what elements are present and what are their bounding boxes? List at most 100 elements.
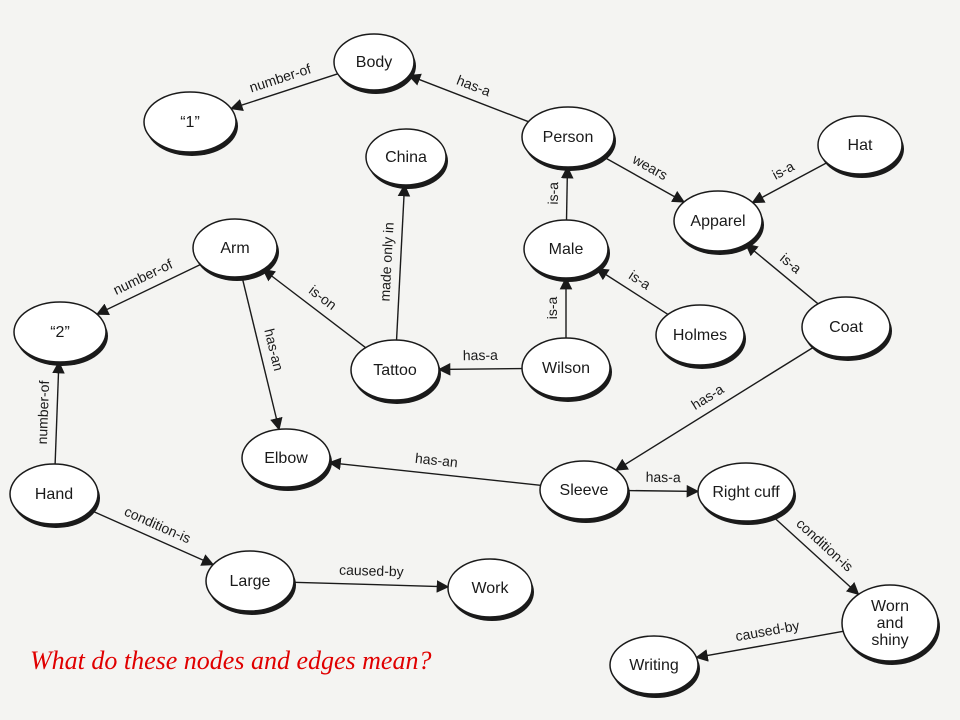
node-ellipse <box>655 304 745 366</box>
edge-worn-writing <box>695 630 844 662</box>
node-ellipse <box>817 115 903 175</box>
node-sleeve: Sleeve <box>539 460 630 523</box>
edges-layer <box>52 73 860 662</box>
edge-label-is-a: is-a <box>626 267 654 293</box>
node-label: Sleeve <box>560 482 609 499</box>
node-label: Holmes <box>673 327 727 344</box>
node-ellipse <box>521 106 615 168</box>
node-china: China <box>365 128 448 189</box>
node-label: Elbow <box>264 450 308 467</box>
slide-caption: What do these nodes and edges mean? <box>30 646 432 675</box>
edge-holmes-male <box>595 268 669 316</box>
node-label: Large <box>230 573 271 590</box>
edge-label-is-a: is-a <box>769 158 797 183</box>
edge-coat-sleeve <box>614 346 814 471</box>
edge-arm-two <box>95 263 201 315</box>
node-ellipse <box>205 550 295 612</box>
node-label: Work <box>471 580 509 597</box>
node-ellipse <box>350 339 440 401</box>
edge-sleeve-rightcuff <box>627 484 700 498</box>
node-ellipse <box>673 190 763 252</box>
node-large: Large <box>205 550 296 615</box>
node-wilson: Wilson <box>521 337 612 402</box>
edge-tattoo-china <box>395 183 411 341</box>
edge-label-is-on: is-on <box>306 282 340 313</box>
edge-label-is-a: is-a <box>545 182 561 205</box>
node-label: Hat <box>848 137 873 154</box>
edge-label-has-an: has-an <box>414 450 458 470</box>
node-work: Work <box>447 558 534 621</box>
edge-label-number-of: number-of <box>247 60 313 95</box>
edge-label-wears: wears <box>629 150 670 183</box>
node-ellipse <box>13 301 107 363</box>
node-label: Body <box>356 54 392 71</box>
edge-label-number-of: number-of <box>110 256 175 298</box>
edge-label-has-a: has-a <box>688 381 726 413</box>
edge-coat-apparel <box>744 243 819 305</box>
edge-hat-apparel <box>751 162 828 204</box>
node-two: “2” <box>13 301 108 366</box>
node-coat: Coat <box>801 296 892 361</box>
node-ellipse <box>697 462 795 522</box>
edge-wilson-tattoo <box>437 363 523 376</box>
node-ellipse <box>447 558 533 618</box>
node-ellipse <box>539 460 629 520</box>
node-label: Arm <box>220 240 249 257</box>
edge-large-work <box>293 580 450 593</box>
node-label: shiny <box>871 632 908 649</box>
node-label: Wilson <box>542 360 590 377</box>
node-body: Body <box>333 33 416 94</box>
node-one: “1” <box>143 91 238 156</box>
node-label: Male <box>549 241 584 258</box>
edge-label-condition-is: condition-is <box>793 515 856 574</box>
edge-person-apparel <box>602 155 686 203</box>
node-ellipse <box>609 635 699 695</box>
edge-label-number-of: number-of <box>34 380 52 444</box>
edge-label-has-an: has-an <box>261 327 287 372</box>
edge-male-person <box>560 165 574 221</box>
node-label: Hand <box>35 486 73 503</box>
edge-label-made-only-in: made only in <box>377 222 397 302</box>
edge-label-has-a: has-a <box>463 347 498 363</box>
edge-hand-large <box>90 509 215 566</box>
node-label: “1” <box>180 114 200 131</box>
node-label: China <box>385 149 427 166</box>
node-male: Male <box>523 219 610 282</box>
node-apparel: Apparel <box>673 190 764 255</box>
node-rightcuff: Right cuff <box>697 462 796 525</box>
node-hand: Hand <box>9 463 100 528</box>
node-ellipse <box>523 219 609 279</box>
node-ellipse <box>801 296 891 358</box>
node-writing: Writing <box>609 635 700 698</box>
node-label: Right cuff <box>712 484 780 501</box>
node-ellipse <box>241 428 331 488</box>
node-ellipse <box>333 33 415 91</box>
node-person: Person <box>521 106 616 171</box>
node-label: Worn <box>871 598 909 615</box>
edge-arm-elbow <box>241 276 283 431</box>
node-holmes: Holmes <box>655 304 746 369</box>
node-tattoo: Tattoo <box>350 339 441 404</box>
edge-body-one <box>229 73 338 112</box>
edge-person-body <box>407 73 529 123</box>
node-arm: Arm <box>192 218 279 281</box>
node-label: Tattoo <box>373 362 417 379</box>
node-label: and <box>877 615 904 632</box>
edge-hand-two <box>52 360 65 465</box>
node-ellipse <box>143 91 237 153</box>
edge-tattoo-arm <box>262 268 367 349</box>
node-label: Apparel <box>690 213 745 230</box>
node-elbow: Elbow <box>241 428 332 491</box>
edge-label-is-a: is-a <box>544 297 560 320</box>
node-ellipse <box>9 463 99 525</box>
edge-sleeve-elbow <box>328 457 541 487</box>
node-label: “2” <box>50 324 70 341</box>
edge-label-caused-by: caused-by <box>339 562 404 580</box>
node-label: Person <box>543 129 594 146</box>
node-ellipse <box>365 128 447 186</box>
edge-rightcuff-worn <box>772 515 860 596</box>
